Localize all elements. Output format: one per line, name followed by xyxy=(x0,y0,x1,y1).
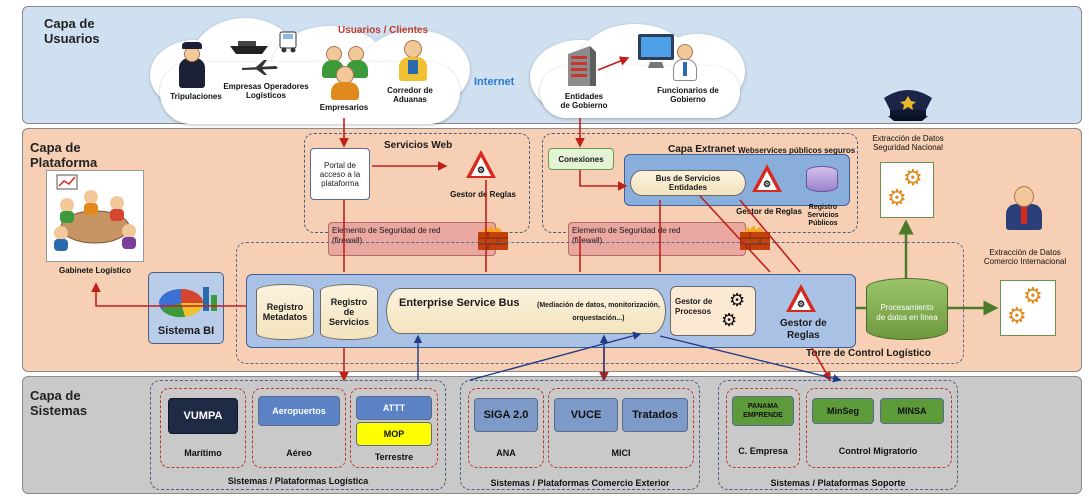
mici-group xyxy=(548,388,694,468)
customs-broker-icon xyxy=(396,40,428,84)
registro-publicos-label: Registro Servicios Públicos xyxy=(807,204,839,227)
core-rules-warning-icon: ⚙ xyxy=(786,284,816,312)
terrestre-label: Terrestre xyxy=(374,452,414,462)
web-rules-warning-icon: ⚙ xyxy=(466,150,496,178)
panama-emprende-box[interactable]: PANAMA EMPRENDE xyxy=(732,396,794,426)
aeropuertos-box[interactable]: Aeropuertos xyxy=(258,396,340,426)
gear-icon: ⚙ xyxy=(729,290,746,310)
mici-label: MICI xyxy=(611,448,631,458)
ana-group xyxy=(468,388,544,468)
comercio-footer: Sistemas / Plataformas Comercio Exterior xyxy=(490,478,670,488)
aereo-label: Aéreo xyxy=(286,448,312,458)
firewall-2-label: Elemento de Seguridad de red (firewall) xyxy=(572,226,681,245)
extraccion-comercio-label: Extracción de Datos Comercio Internacion… xyxy=(983,248,1067,266)
aereo-group xyxy=(252,388,346,468)
torre-control-group xyxy=(236,242,964,364)
c-empresa-label: C. Empresa xyxy=(738,446,788,456)
core-gestor-reglas-label: Gestor de Reglas xyxy=(780,318,827,341)
government-building-icon xyxy=(564,44,598,88)
layer-title-usuarios: Capa de Usuarios xyxy=(44,16,100,46)
registro-publicos-db-icon xyxy=(806,166,838,192)
esb-bus[interactable]: Enterprise Service Bus (Mediación de dat… xyxy=(386,288,666,334)
c-empresa-group xyxy=(726,388,800,468)
firewall-1-label: Elemento de Seguridad de red (firewall) xyxy=(332,226,441,245)
extraccion-seguridad-label: Extracción de Datos Seguridad Nacional xyxy=(872,134,944,152)
extranet-rules-warning-icon: ⚙ xyxy=(752,164,782,192)
ship-icon xyxy=(228,38,272,56)
soporte-footer: Sistemas / Plataformas Soporte xyxy=(770,478,906,488)
extranet-title: Capa Extranet xyxy=(668,144,736,155)
sistema-bi-label: Sistema BI xyxy=(157,325,215,337)
registro-servicios-db[interactable]: Registro de Servicios xyxy=(320,284,378,340)
minsa-box[interactable]: MINSA xyxy=(880,398,944,424)
gear-icon: ⚙ xyxy=(887,185,907,210)
vuce-box[interactable]: VUCE xyxy=(554,398,618,432)
mop-box[interactable]: MOP xyxy=(356,422,432,446)
gear-icon: ⚙ xyxy=(721,310,738,330)
maritimo-label: Marítimo xyxy=(184,448,222,458)
registro-metadatos-db[interactable]: Registro Metadatos xyxy=(256,284,314,340)
esb-detail: (Mediación de datos, monitorización, orq… xyxy=(537,302,660,322)
gestor-procesos-box[interactable]: Gestor de Procesos ⚙ ⚙ xyxy=(670,286,756,336)
extranet-gestor-label: Gestor de Reglas xyxy=(736,207,802,216)
minseg-box[interactable]: MinSeg xyxy=(812,398,874,424)
terrestre-group xyxy=(350,388,438,468)
control-migratorio-label: Control Migratorio xyxy=(838,446,918,456)
control-migratorio-group xyxy=(806,388,952,468)
internet-label: Internet xyxy=(474,76,515,88)
gear-icon: ⚙ xyxy=(903,165,923,190)
servicios-web-title: Servicios Web xyxy=(384,140,453,151)
firewall-2-icon xyxy=(738,224,772,252)
executive-icon xyxy=(1004,184,1044,230)
police-cap-icon xyxy=(880,88,936,122)
logistica-footer: Sistemas / Plataformas Logística xyxy=(227,476,369,486)
official-icon xyxy=(672,44,698,82)
conexiones-box[interactable]: Conexiones xyxy=(548,148,614,170)
firewall-2-box xyxy=(568,222,746,256)
esb-title: Enterprise Service Bus xyxy=(399,297,520,309)
businessmen-icon xyxy=(320,44,372,102)
procesamiento-db[interactable]: Procesamiento de datos en línea xyxy=(866,278,948,340)
meeting-illustration xyxy=(46,170,144,262)
maritimo-group xyxy=(160,388,246,468)
layer-title-plataforma: Capa de Plataforma xyxy=(30,140,98,170)
pie-chart-icon xyxy=(159,287,217,318)
layer-title-sistemas: Capa de Sistemas xyxy=(30,388,88,418)
comercio-gears-box: ⚙ ⚙ xyxy=(1000,280,1056,336)
siga-box[interactable]: SIGA 2.0 xyxy=(474,398,538,432)
tripulaciones-label: Tripulaciones xyxy=(170,92,222,101)
procesamiento-label: Procesamiento de datos en línea xyxy=(876,303,938,322)
comercio-group xyxy=(460,380,700,490)
logistica-group xyxy=(150,380,446,490)
truck-icon xyxy=(276,30,302,54)
users-cloud-heading: Usuarios / Clientes xyxy=(338,25,429,36)
webservices-label: Webservices públicos seguros xyxy=(738,146,856,155)
attt-box[interactable]: ATTT xyxy=(356,396,432,420)
entidades-label: Entidades de Gobierno xyxy=(560,92,608,110)
pilot-icon xyxy=(175,40,209,88)
computer-icon xyxy=(636,32,680,76)
funcionarios-label: Funcionarios de Gobierno xyxy=(657,86,719,104)
firewall-1-box xyxy=(328,222,496,256)
seguridad-gears-box: ⚙ ⚙ xyxy=(880,162,934,218)
gestor-procesos-label: Gestor de Procesos xyxy=(675,297,713,316)
corredor-label: Corredor de Aduanas xyxy=(387,86,433,104)
bus-entidades[interactable]: Bus de Servicios Entidades xyxy=(630,170,746,196)
web-gestor-label: Gestor de Reglas xyxy=(450,190,516,199)
portal-box[interactable]: Portal de acceso a la plataforma xyxy=(310,148,370,200)
gear-icon: ⚙ xyxy=(1007,303,1027,328)
ana-label: ANA xyxy=(496,448,516,458)
empresarios-label: Empresarios xyxy=(319,103,369,112)
torre-label: Torre de Control Logístico xyxy=(806,348,931,359)
empresas-operadores-label: Empresas Operadores Logísticos xyxy=(223,82,309,100)
sistema-bi-box[interactable]: Sistema BI xyxy=(148,272,224,344)
gear-icon: ⚙ xyxy=(1023,283,1043,308)
vumpa-box[interactable]: VUMPA xyxy=(168,398,238,434)
tratados-box[interactable]: Tratados xyxy=(622,398,688,432)
airplane-icon xyxy=(240,58,280,76)
gabinete-label: Gabinete Logístico xyxy=(58,266,131,275)
